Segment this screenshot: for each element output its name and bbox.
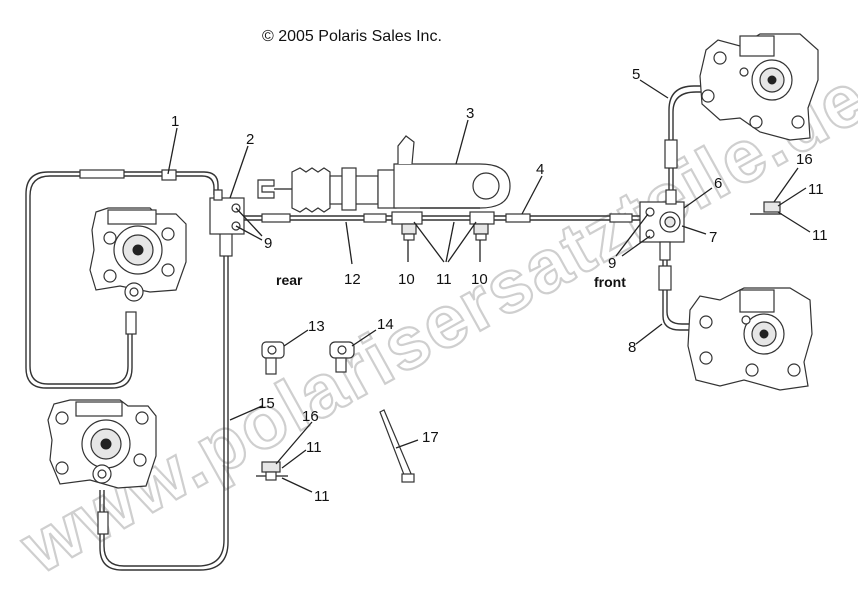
rear-brake-line-1 bbox=[25, 169, 219, 389]
rear-tag: rear bbox=[276, 272, 303, 288]
clip-16-right bbox=[750, 201, 782, 215]
bolt-bracket-14 bbox=[329, 341, 355, 373]
callout-10-right: 10 bbox=[471, 271, 488, 288]
front-tee-block bbox=[639, 189, 685, 261]
callout-labels: 1 2 3 4 5 6 7 8 9 9 10 10 11 12 13 14 15… bbox=[171, 66, 828, 505]
rear-caliper-upper bbox=[89, 207, 187, 302]
line-clamp-left bbox=[401, 223, 417, 241]
copyright-text: © 2005 Polaris Sales Inc. bbox=[262, 28, 442, 45]
front-brake-line-8 bbox=[658, 260, 740, 331]
callout-16-right: 16 bbox=[796, 151, 813, 168]
callout-8: 8 bbox=[628, 339, 636, 356]
callout-1: 1 bbox=[171, 113, 179, 130]
callout-5: 5 bbox=[632, 66, 640, 83]
line-clamp-right bbox=[473, 223, 489, 241]
front-brake-line-5 bbox=[664, 85, 730, 190]
callout-9-rear: 9 bbox=[264, 235, 272, 252]
callout-15: 15 bbox=[258, 395, 275, 412]
callout-2: 2 bbox=[246, 131, 254, 148]
callout-6: 6 bbox=[714, 175, 722, 192]
callout-7: 7 bbox=[709, 229, 717, 246]
front-caliper-upper bbox=[699, 33, 819, 141]
callout-9-front: 9 bbox=[608, 255, 616, 272]
front-caliper-lower bbox=[687, 287, 813, 391]
callout-10-left: 10 bbox=[398, 271, 415, 288]
callout-17: 17 bbox=[422, 429, 439, 446]
rear-tee-block bbox=[209, 189, 245, 235]
clip-16-left bbox=[256, 461, 288, 481]
callout-4: 4 bbox=[536, 161, 544, 178]
rear-brake-line-15 bbox=[97, 227, 233, 571]
callout-13: 13 bbox=[308, 318, 325, 335]
rear-caliper-lower bbox=[47, 399, 157, 489]
callout-11-center: 11 bbox=[436, 271, 452, 288]
callout-3: 3 bbox=[466, 105, 474, 122]
master-cylinder bbox=[257, 135, 511, 213]
rear-main-line-12 bbox=[244, 211, 640, 225]
callout-11-left-lower: 11 bbox=[314, 488, 330, 505]
callout-11-right-upper: 11 bbox=[808, 181, 824, 198]
callout-11-right-lower: 11 bbox=[812, 227, 828, 244]
front-tag: front bbox=[594, 274, 626, 290]
callout-14: 14 bbox=[377, 316, 394, 333]
bolt-bracket-13 bbox=[261, 341, 285, 375]
cable-tie-17 bbox=[379, 409, 415, 483]
leader-lines bbox=[167, 79, 811, 493]
callout-12: 12 bbox=[344, 271, 361, 288]
callout-16-left: 16 bbox=[302, 408, 319, 425]
callout-11-left-upper: 11 bbox=[306, 439, 322, 456]
